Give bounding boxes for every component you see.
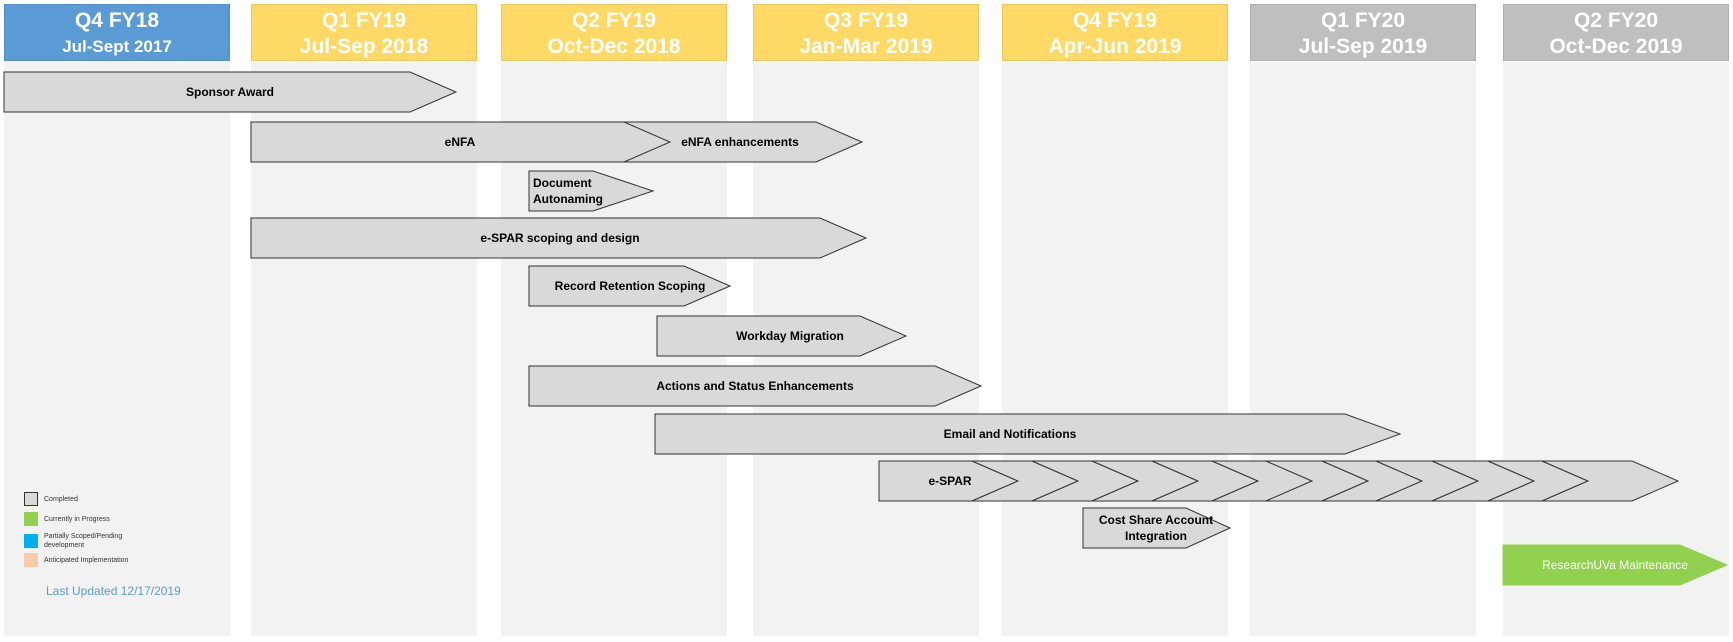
quarter-range: Jul-Sep 2019: [1298, 35, 1428, 58]
quarter-label: Q1 FY20: [1320, 9, 1406, 32]
label-workday-migration: Workday Migration: [736, 329, 844, 343]
label-enfa: eNFA: [444, 135, 476, 149]
label-document: Document: [533, 176, 592, 190]
arrow-espar-chain: [878, 460, 1680, 502]
arrow-record-retention: [528, 265, 732, 307]
label-cost-share-line2: Integration: [1125, 529, 1187, 543]
quarter-label: Q2 FY20: [1573, 9, 1659, 32]
legend-completed: Completed: [24, 492, 134, 506]
last-updated: Last Updated 12/17/2019: [46, 584, 181, 598]
arrow-enfa: [250, 121, 672, 163]
arrow-actions-status: [528, 365, 983, 407]
arrow-sponsor-award: [3, 71, 458, 113]
arrow-email-notifications: [654, 413, 1402, 455]
arrow-workday-migration: [656, 315, 908, 357]
quarter-label: Q1 FY19: [321, 9, 407, 32]
quarter-label: Q3 FY19: [823, 9, 909, 32]
quarter-range: Jan-Mar 2019: [799, 35, 933, 58]
quarter-range: Jul-Sep 2018: [299, 35, 429, 58]
arrow-document-autonaming: [528, 170, 655, 212]
legend-label-partially-scoped: Partially Scoped/Pending development: [44, 533, 123, 549]
label-sponsor-award: Sponsor Award: [185, 85, 274, 99]
legend-swatch-anticipated: [24, 553, 38, 567]
column-bg-q1-fy20: [1250, 62, 1476, 636]
label-record-retention: Record Retention Scoping: [554, 279, 706, 293]
legend-label-anticipated: Anticipated Implementation: [44, 556, 129, 564]
quarter-range: Apr-Jun 2019: [1048, 35, 1182, 58]
legend-in-progress: Currently in Progress: [24, 512, 134, 526]
legend-partially-scoped: Partially Scoped/Pending development: [24, 532, 124, 550]
quarter-header-q3-fy19: Q3 FY19 Jan-Mar 2019: [753, 4, 979, 61]
legend-label-completed: Completed: [44, 495, 78, 503]
quarter-header-q1-fy20: Q1 FY20 Jul-Sep 2019: [1250, 4, 1476, 61]
arrow-espar-scoping: [250, 217, 868, 259]
label-cost-share-line1: Cost Share Account: [1098, 513, 1214, 527]
label-cost-share: Cost Share Account Integration: [1086, 510, 1226, 546]
quarter-header-q1-fy19: Q1 FY19 Jul-Sep 2018: [251, 4, 477, 61]
legend-label-in-progress: Currently in Progress: [44, 515, 110, 523]
label-enfa-enhancements: eNFA enhancements: [681, 135, 799, 149]
label-espar: e-SPAR: [928, 474, 972, 488]
chevron-icon: [1541, 460, 1680, 502]
label-autonaming: Autonaming: [533, 192, 603, 206]
legend-swatch-in-progress: [24, 512, 38, 526]
quarter-label: Q2 FY19: [571, 9, 657, 32]
label-actions-status: Actions and Status Enhancements: [656, 379, 854, 393]
legend-anticipated: Anticipated Implementation: [24, 553, 154, 567]
quarter-label: Q4 FY19: [1072, 9, 1158, 32]
quarter-range: Jul-Sept 2017: [62, 37, 172, 56]
label-researchuva: ResearchUVa Maintenance: [1542, 558, 1688, 572]
quarter-range: Oct-Dec 2018: [547, 35, 681, 58]
quarter-header-q2-fy19: Q2 FY19 Oct-Dec 2018: [501, 4, 727, 61]
column-bg-q2-fy20: [1503, 62, 1729, 636]
label-email-notifications: Email and Notifications: [943, 427, 1077, 441]
label-document-autonaming: Document Autonaming: [533, 174, 623, 208]
quarter-header-q4-fy19: Q4 FY19 Apr-Jun 2019: [1002, 4, 1228, 61]
arrow-cost-share: [1082, 507, 1232, 549]
quarter-header-q4-fy18: Q4 FY18 Jul-Sept 2017: [4, 4, 230, 61]
label-espar-scoping: e-SPAR scoping and design: [480, 231, 640, 245]
quarter-label: Q4 FY18: [74, 9, 160, 32]
legend-swatch-completed: [24, 492, 38, 506]
quarter-range: Oct-Dec 2019: [1549, 35, 1683, 58]
arrow-researchuva: [1502, 544, 1729, 586]
legend-swatch-partially-scoped: [24, 534, 38, 548]
quarter-header-q2-fy20: Q2 FY20 Oct-Dec 2019: [1503, 4, 1729, 61]
column-bg-q4-fy18: [4, 62, 230, 636]
